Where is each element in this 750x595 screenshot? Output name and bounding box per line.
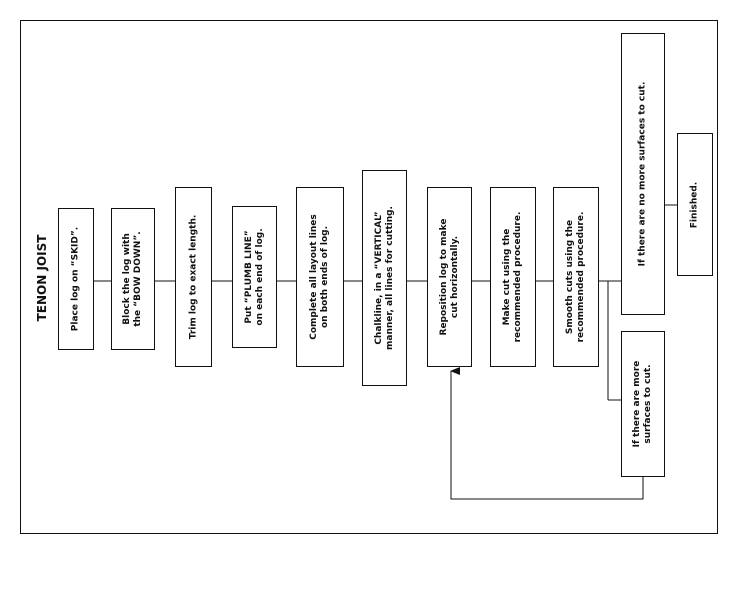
- step-block-log: Block the log with the “BOW DOWN”.: [111, 208, 155, 350]
- diagram-title: TENON JOIST: [35, 234, 49, 322]
- step-chalkline: Chalkline, in a “VERTICAL” manner, all l…: [362, 170, 407, 386]
- diagram-border: [20, 20, 718, 534]
- step-text-line: recommended procedure.: [576, 211, 586, 343]
- decision-more-surfaces: If there are more surfaces to cut.: [621, 331, 665, 477]
- step-text-line: If there are more: [632, 360, 642, 448]
- step-text-line: manner, all lines for cutting.: [384, 206, 395, 350]
- step-text-line: Place log on “SKID”.: [70, 226, 81, 332]
- loop-back-line: [450, 367, 644, 500]
- step-text-line: surfaces to cut.: [643, 364, 653, 444]
- step-finished: Finished.: [677, 133, 713, 276]
- step-trim-log: Trim log to exact length.: [175, 187, 212, 367]
- step-text-line: on each end of log.: [254, 228, 265, 326]
- step-text-line: on both ends of log.: [320, 226, 330, 328]
- step-smooth-cuts: Smooth cuts using the recommended proced…: [553, 187, 599, 367]
- step-plumb-line: Put “PLUMB LINE” on each end of log.: [232, 206, 277, 348]
- step-text-line: Trim log to exact length.: [188, 214, 198, 340]
- step-text-line: cut horizontally.: [449, 235, 460, 319]
- step-text-line: the “BOW DOWN”.: [133, 231, 143, 327]
- step-text-line: recommended procedure.: [513, 211, 523, 343]
- step-text-line: Reposition log to make: [438, 218, 449, 336]
- step-text-line: Complete all layout lines: [309, 214, 319, 340]
- step-layout-lines: Complete all layout lines on both ends o…: [296, 187, 344, 367]
- step-text-line: Smooth cuts using the: [565, 219, 575, 335]
- step-text-line: Put “PLUMB LINE”: [243, 230, 254, 324]
- step-make-cut: Make cut using the recommended procedure…: [490, 187, 536, 367]
- step-text-line: Make cut using the: [502, 228, 512, 326]
- decision-no-more-surfaces: If there are no more surfaces to cut.: [621, 33, 665, 315]
- step-text-line: If there are no more surfaces to cut.: [637, 81, 648, 267]
- step-text-line: Chalkline, in a “VERTICAL”: [373, 211, 384, 345]
- step-text-line: Block the log with: [122, 233, 132, 325]
- step-place-log: Place log on “SKID”.: [58, 208, 94, 350]
- step-text-line: Finished.: [689, 181, 700, 228]
- step-reposition-log: Reposition log to make cut horizontally.: [427, 187, 472, 367]
